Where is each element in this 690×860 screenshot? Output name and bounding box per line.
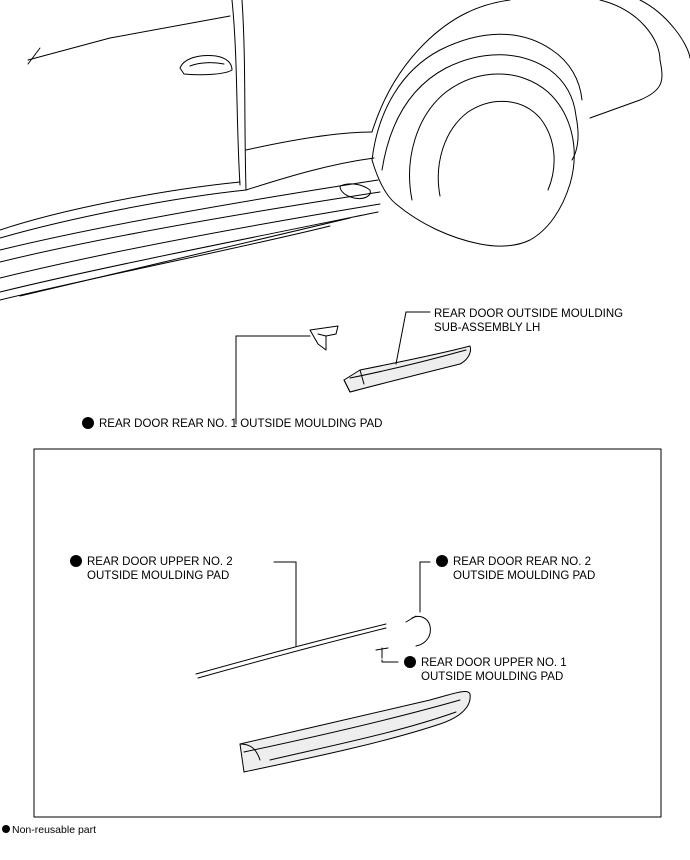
upper-no2-pad-part — [195, 623, 387, 679]
leader-lines-upper — [235, 311, 431, 425]
label-line-2: OUTSIDE MOULDING PAD — [421, 671, 564, 683]
label-line-2: OUTSIDE MOULDING PAD — [87, 570, 230, 582]
detail-box — [33, 448, 662, 818]
non-reusable-dot-icon — [404, 656, 416, 668]
label-text: REAR DOOR REAR NO. 1 OUTSIDE MOULDING PA… — [99, 418, 383, 430]
label-rear-door-upper-no2-pad: REAR DOOR UPPER NO. 2 OUTSIDE MOULDING P… — [70, 555, 233, 583]
upper-no1-pad-part — [375, 647, 389, 659]
detail-moulding-part — [239, 691, 471, 773]
vehicle-body-outline — [0, 0, 690, 301]
rear-no2-pad-part — [405, 615, 431, 647]
legend: Non-reusable part — [2, 823, 96, 837]
legend-dot-icon — [2, 825, 10, 833]
label-line-1: REAR DOOR REAR NO. 2 — [453, 556, 592, 568]
label-rear-door-rear-no2-pad: REAR DOOR REAR NO. 2 OUTSIDE MOULDING PA… — [436, 555, 595, 583]
rear-door-outside-moulding-part — [343, 345, 471, 393]
label-rear-door-upper-no1-pad: REAR DOOR UPPER NO. 1 OUTSIDE MOULDING P… — [404, 656, 567, 684]
label-rear-door-rear-no1-pad: REAR DOOR REAR NO. 1 OUTSIDE MOULDING PA… — [82, 417, 383, 431]
non-reusable-dot-icon — [82, 417, 94, 429]
legend-text: Non-reusable part — [12, 824, 97, 836]
label-line-1: REAR DOOR OUTSIDE MOULDING — [434, 308, 624, 320]
label-line-2: OUTSIDE MOULDING PAD — [453, 570, 596, 582]
rear-no1-pad-part — [309, 325, 339, 351]
leader-lines-detail — [273, 561, 431, 663]
label-line-1: REAR DOOR UPPER NO. 1 — [421, 657, 567, 669]
label-line-1: REAR DOOR UPPER NO. 2 — [87, 556, 233, 568]
non-reusable-dot-icon — [70, 555, 82, 567]
non-reusable-dot-icon — [436, 555, 448, 567]
label-line-2: SUB-ASSEMBLY LH — [434, 322, 541, 334]
label-rear-door-outside-moulding: REAR DOOR OUTSIDE MOULDING SUB-ASSEMBLY … — [434, 307, 623, 335]
